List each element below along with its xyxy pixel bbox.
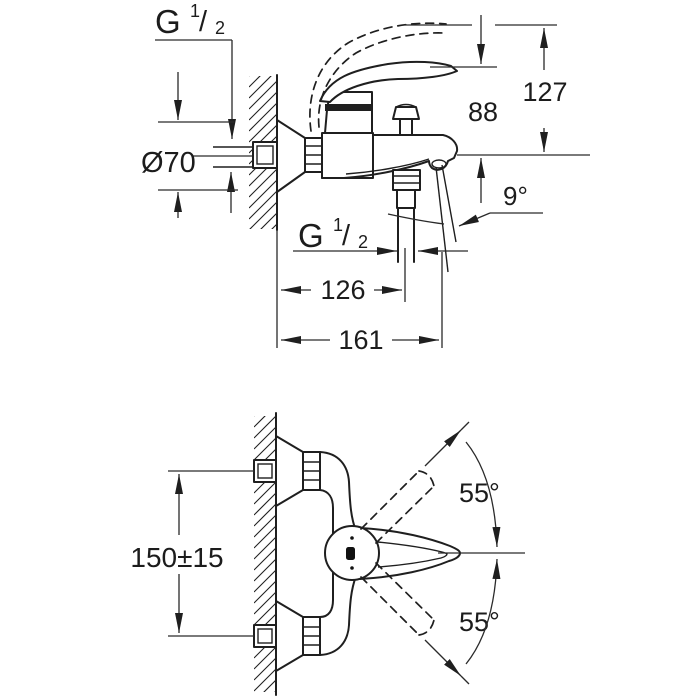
spout-outlet	[431, 159, 447, 169]
dim-label-thread-bottom-den: 2	[358, 232, 368, 252]
inlet-block	[321, 132, 374, 179]
escutcheon-cone-top	[275, 435, 304, 507]
shower-outlet-stub	[396, 189, 416, 209]
lever-inner-line	[377, 541, 448, 568]
dim-label-thread-top-slash: /	[199, 6, 208, 38]
dim-label-thread-bottom-slash: /	[342, 220, 351, 252]
lever-swivel-dashed-down	[360, 562, 435, 636]
lever-swivel-dashed-up	[360, 470, 435, 544]
dim-thread-bottom: G 1 / 2	[293, 215, 468, 255]
lever-handle-raised-dashed	[309, 22, 447, 132]
dim-height-open: 127	[522, 28, 568, 152]
dim-label-thread-bottom-g: G	[298, 217, 324, 254]
escutcheon-cone-bottom	[275, 600, 304, 672]
dimensions-side-view: G 1 / 2 Ø70 127	[141, 1, 590, 355]
dim-label-thread-bottom-num: 1	[333, 215, 343, 235]
shower-outlet-nut	[392, 169, 421, 191]
mixer-body-plan	[319, 451, 461, 656]
dim-label-height-closed: 88	[468, 97, 498, 127]
dim-label-swivel-up: 55°	[459, 478, 500, 508]
dim-flange-diameter: Ø70	[141, 72, 238, 218]
supply-connection-side	[193, 119, 323, 193]
dim-label-thread-top-den: 2	[215, 18, 225, 38]
wall-section-side	[249, 74, 278, 348]
cap-marking	[346, 547, 355, 560]
dim-thread-top: G 1 / 2	[155, 1, 236, 213]
spout-inner-line	[345, 158, 430, 175]
lever-handle-closed	[319, 60, 458, 103]
dim-label-outlet-offset: 126	[320, 275, 365, 305]
dim-label-height-open: 127	[522, 77, 567, 107]
dim-label-projection: 161	[338, 325, 383, 355]
housing-seam	[325, 104, 372, 111]
dim-swivel-up: 55°	[424, 421, 501, 548]
wall-hatch-icon	[249, 76, 277, 229]
spray-direction-line-2	[441, 164, 457, 243]
dim-label-connection-spacing: 150±15	[130, 542, 223, 573]
wall-hatch-icon-plan	[254, 416, 276, 692]
wall-section-plan	[254, 412, 277, 696]
escutcheon-cone	[276, 119, 306, 193]
diverter-knob-stem	[399, 118, 413, 136]
side-view: G 1 / 2 Ø70 127	[141, 1, 590, 355]
dim-spray-angle: 9°	[387, 181, 543, 227]
dim-label-thread-top-g: G	[155, 3, 181, 40]
dim-outlet-offset: 126	[281, 248, 406, 305]
plan-view: 150±15 55° 55°	[130, 412, 525, 696]
dim-height-closed: 88	[468, 15, 498, 203]
dim-label-flange-diameter: Ø70	[141, 147, 196, 179]
dim-label-swivel-down: 55°	[459, 607, 500, 637]
dimensions-plan-view: 150±15 55° 55°	[130, 421, 525, 685]
dim-swivel-down: 55°	[424, 558, 501, 685]
supply-connections-plan	[253, 435, 321, 672]
spray-direction-line	[435, 166, 449, 273]
dim-connection-spacing: 150±15	[130, 470, 254, 637]
lever-handle-raised-dashed-inner	[317, 32, 445, 128]
diverter-knob-cap	[392, 106, 420, 120]
mixer-body-side	[309, 22, 459, 273]
dim-label-thread-top-num: 1	[190, 1, 200, 21]
dim-projection: 161	[281, 252, 443, 355]
dim-label-spray-angle: 9°	[503, 181, 528, 211]
